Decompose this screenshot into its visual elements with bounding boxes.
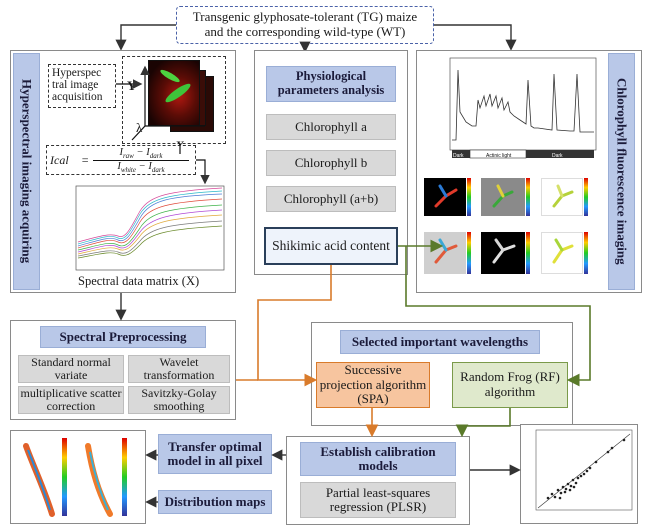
fluor-image-4 <box>424 232 466 274</box>
axis-y-label: Y <box>127 78 137 93</box>
hyperspectral-banner: Hyperspectral imaging acquiring <box>13 53 40 290</box>
arrow-top-right <box>434 24 517 51</box>
chlorophyll-a-box: Chlorophyll a <box>266 114 396 140</box>
chlorophyll-ab-box: Chlorophyll (a+b) <box>266 186 396 212</box>
cube-dashed-box <box>122 56 226 144</box>
preprocess-sg: Savitzky-Golay smoothing <box>128 386 230 414</box>
acquisition-label: Hyperspec tral image acquisition <box>48 64 116 108</box>
fluor-image-5 <box>481 232 525 274</box>
preprocess-banner: Spectral Preprocessing <box>40 326 206 348</box>
physiological-banner: Physiological parameters analysis <box>266 66 396 102</box>
fluor-image-1-scale <box>467 178 471 216</box>
fluor-image-2 <box>481 178 525 216</box>
distribution-map-1 <box>20 436 60 518</box>
chlorophyll-banner: Chlorophyll fluorescence imaging <box>608 53 635 290</box>
scatter-image-panel <box>520 424 638 524</box>
preprocess-wavelet: Wavelet transformation <box>128 355 230 383</box>
fluor-image-5-scale <box>526 232 530 274</box>
distribution-map-1-scale <box>62 438 67 516</box>
fluor-image-3 <box>541 178 583 216</box>
distribution-map-2 <box>78 436 118 518</box>
top-title-line2: and the corresponding wild-type (WT) <box>204 24 406 39</box>
fluor-image-4-scale <box>467 232 471 274</box>
wavelengths-banner: Selected important wavelengths <box>340 330 540 354</box>
formula-denominator: Iwhite − Idark <box>117 161 165 175</box>
preprocess-msc: multiplicative scatter correction <box>18 386 124 414</box>
rf-box: Random Frog (RF) algorithm <box>452 362 568 408</box>
top-title-line1: Transgenic glyphosate-tolerant (TG) maiz… <box>192 9 418 25</box>
calibration-banner: Establish calibration models <box>300 442 456 476</box>
preprocess-snv: Standard normal variate <box>18 355 124 383</box>
top-title-box: Transgenic glyphosate-tolerant (TG) maiz… <box>176 6 434 44</box>
axis-lambda-label: λ <box>136 120 143 135</box>
shikimic-acid-box: Shikimic acid content <box>264 227 398 265</box>
fluor-image-3-scale <box>584 178 588 216</box>
fluor-image-2-scale <box>526 178 530 216</box>
calibration-formula: Ical = Iraw − Idark Iwhite − Idark <box>46 145 196 175</box>
formula-numerator: Iraw − Idark <box>119 147 163 161</box>
cube-slice-1 <box>148 60 200 126</box>
spa-box: Successive projection algorithm (SPA) <box>316 362 430 408</box>
spectral-matrix-label: Spectral data matrix (X) <box>78 274 200 288</box>
fluor-image-1 <box>424 178 466 216</box>
distribution-map-2-scale <box>122 438 127 516</box>
arrow-top-left <box>115 24 176 51</box>
transfer-banner: Transfer optimal model in all pixel <box>158 434 272 474</box>
plsr-box: Partial least-squares regression (PLSR) <box>300 482 456 518</box>
fluor-image-6-scale <box>584 232 588 274</box>
distribution-banner: Distribution maps <box>158 490 272 514</box>
fluor-image-6 <box>541 232 583 274</box>
chlorophyll-b-box: Chlorophyll b <box>266 150 396 176</box>
